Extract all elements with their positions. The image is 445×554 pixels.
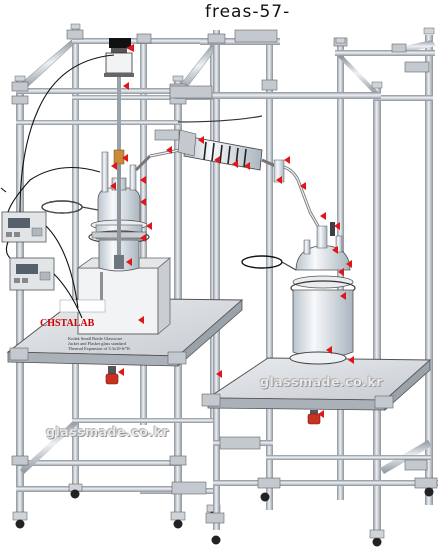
receiver-vessel-right	[241, 222, 356, 365]
panel-text-line-1: Kodak Small Bottle Glassware	[68, 336, 123, 341]
temperature-controllers	[1, 211, 55, 291]
jacketed-reactor-left	[41, 151, 150, 272]
condenser-assembly	[134, 115, 320, 227]
callout-arrows	[110, 44, 354, 418]
heating-bath	[59, 257, 172, 335]
panel-text-line-3: Thermal Expansion of 3.3x10-6/°K	[68, 346, 131, 351]
right-deck	[201, 357, 432, 425]
left-deck	[6, 297, 244, 385]
page-title: freas-57-	[205, 2, 291, 22]
panel-brand-label: CHSTALAB	[40, 318, 95, 329]
stirrer-motor	[104, 38, 134, 165]
panel-text-line-2: Jacket and Flasket glass standard	[68, 341, 127, 346]
watermark-main: glassmade.co.kr	[260, 374, 383, 389]
cables	[0, 54, 115, 319]
watermark-lower: glassmade.co.kr	[46, 424, 169, 439]
